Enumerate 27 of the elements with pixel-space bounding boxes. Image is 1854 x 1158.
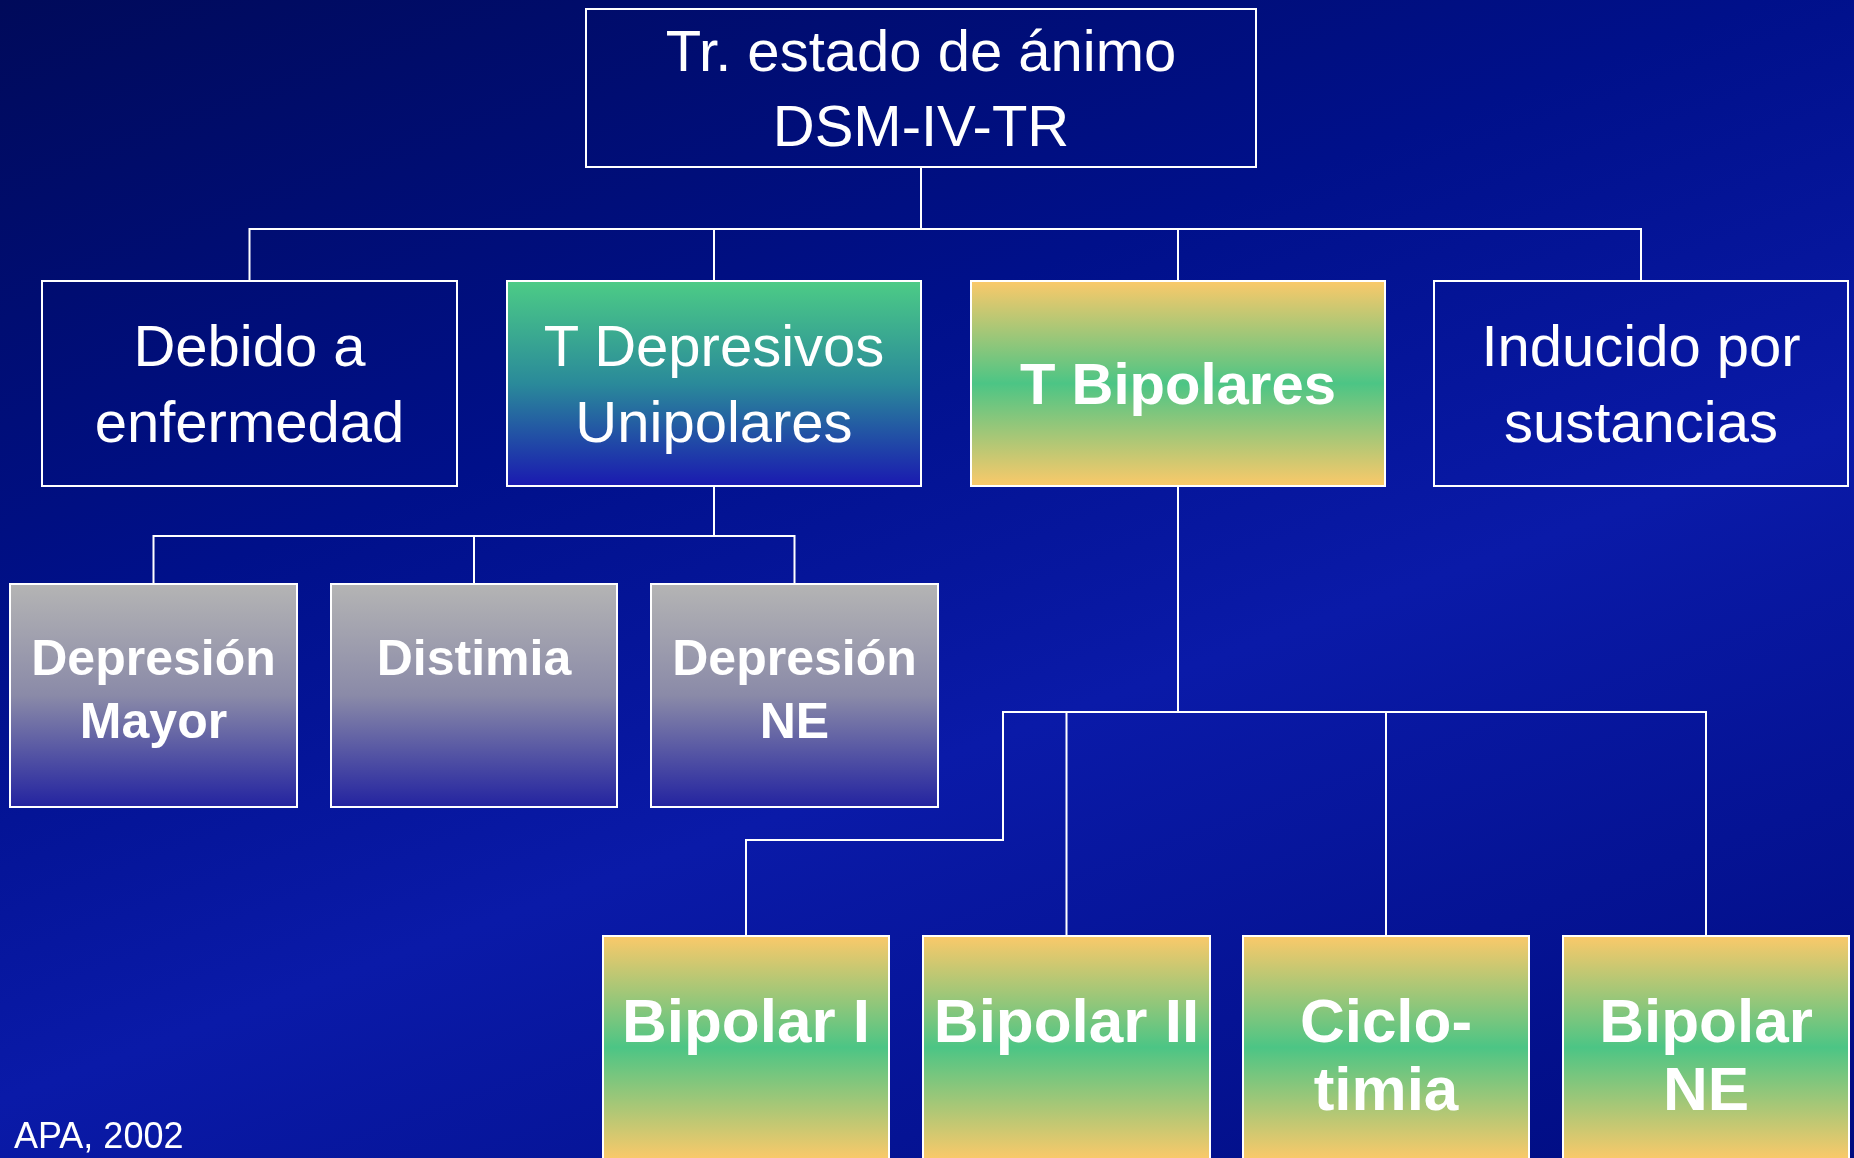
category-box (922, 935, 1211, 1158)
category-box (602, 935, 890, 1158)
category-box (970, 280, 1386, 487)
box-label: Depresión Mayor (30, 629, 277, 751)
category-box (1433, 280, 1849, 487)
category-box (1562, 935, 1850, 1158)
category-box (506, 280, 922, 487)
box-label: Distimia (376, 629, 572, 688)
category-box (330, 583, 618, 808)
category-box (650, 583, 939, 808)
box-label: T Bipolares (1020, 351, 1336, 416)
box-label: Inducido por sustancias (1480, 312, 1802, 456)
box-label: Bipolar NE (1598, 987, 1814, 1124)
connector-line (920, 167, 1642, 281)
box-label: T Depresivos Unipolares (542, 312, 886, 456)
category-box (1242, 935, 1530, 1158)
box-label: Depresión NE (671, 629, 918, 751)
source-note: APA, 2002 (14, 1115, 184, 1157)
category-box (585, 8, 1257, 168)
box-label: Debido a enfermedad (93, 312, 406, 456)
box-label: Bipolar II (933, 987, 1200, 1056)
box-label: Tr. estado de ánimo DSM-IV-TR (664, 16, 1178, 160)
box-label: Ciclo- timia (1298, 987, 1474, 1124)
category-box (41, 280, 458, 487)
connector-line (713, 486, 796, 584)
category-box (9, 583, 298, 808)
box-label: Bipolar I (622, 987, 870, 1056)
